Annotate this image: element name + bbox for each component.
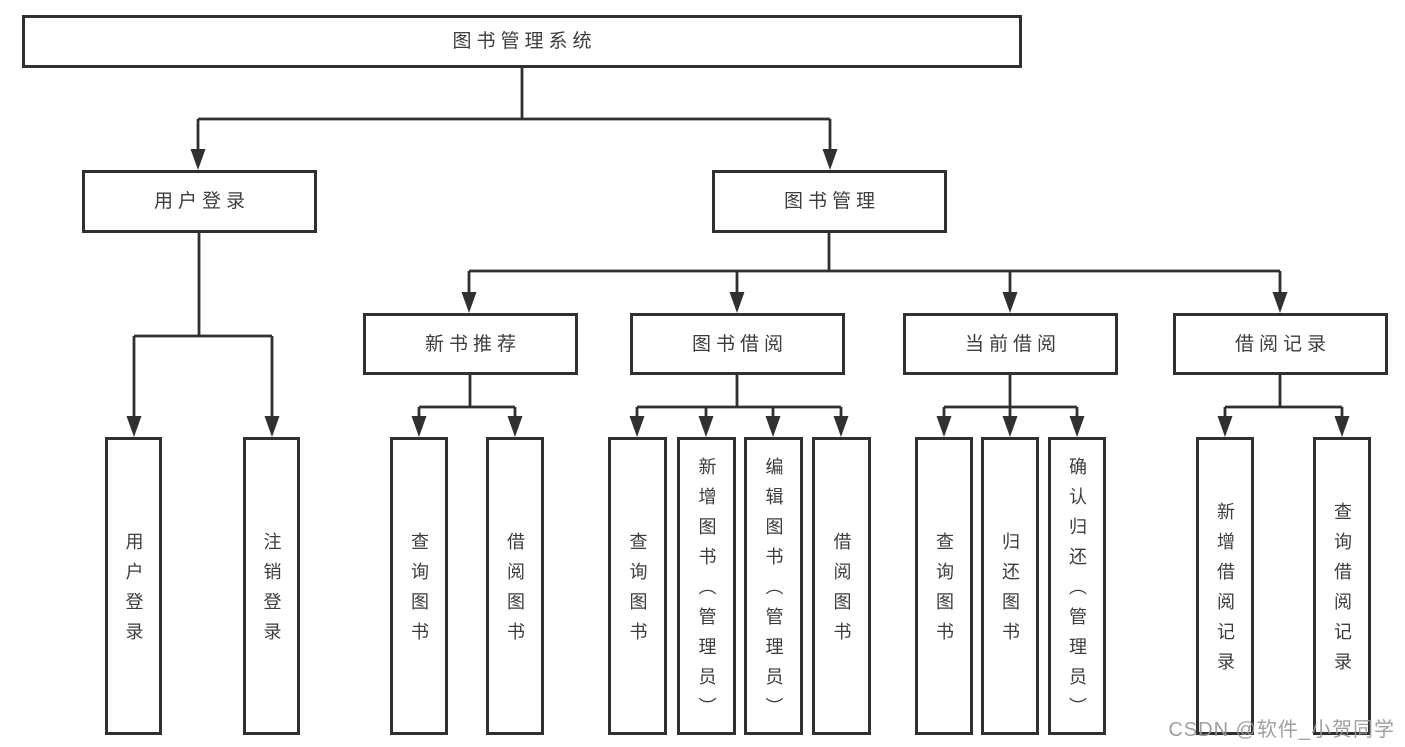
node-label: 图书借阅 xyxy=(691,333,788,355)
node-label: 借阅图书 xyxy=(505,532,525,652)
node-borrowing-records: 借阅记录 xyxy=(1173,313,1388,375)
leaf-add-borrow-record: 新增借阅记录 xyxy=(1196,437,1254,735)
leaf-query-books: 查询图书 xyxy=(390,437,448,735)
leaf-confirm-return-admin: 确认归还（管理员） xyxy=(1048,437,1106,735)
node-new-book-recommendation: 新书推荐 xyxy=(363,313,578,375)
node-library-management-system: 图书管理系统 xyxy=(22,15,1022,68)
leaf-borrow-books: 借阅图书 xyxy=(486,437,544,735)
node-label: 图书管理 xyxy=(783,191,880,212)
node-label: 查询图书 xyxy=(409,532,429,652)
node-label: 用户登录 xyxy=(153,191,250,212)
node-label: 注销登录 xyxy=(261,532,282,652)
node-label: 新书推荐 xyxy=(424,333,521,355)
node-label: 确认归还（管理员） xyxy=(1067,457,1087,727)
node-label: 编辑图书（管理员） xyxy=(763,457,784,727)
node-label: 查询借阅记录 xyxy=(1332,502,1352,682)
node-label: 当前借阅 xyxy=(964,333,1061,355)
leaf-return-books: 归还图书 xyxy=(981,437,1039,735)
node-book-management-group: 图书管理 xyxy=(712,170,947,233)
leaf-query-books: 查询图书 xyxy=(608,437,667,735)
leaf-edit-books-admin: 编辑图书（管理员） xyxy=(744,437,803,735)
node-label: 用户登录 xyxy=(123,532,144,652)
leaf-borrow-books: 借阅图书 xyxy=(812,437,871,735)
node-label: 新增图书（管理员） xyxy=(696,457,717,727)
node-label: 新增借阅记录 xyxy=(1215,502,1235,682)
node-user-login-group: 用户登录 xyxy=(82,170,317,233)
leaf-logout: 注销登录 xyxy=(243,437,300,735)
leaf-user-login: 用户登录 xyxy=(105,437,162,735)
node-label: 归还图书 xyxy=(1000,532,1020,652)
node-label: 借阅记录 xyxy=(1234,333,1331,355)
leaf-query-borrow-record: 查询借阅记录 xyxy=(1313,437,1371,735)
leaf-query-books: 查询图书 xyxy=(915,437,973,735)
csdn-watermark: CSDN @软件_小贺同学 xyxy=(1168,719,1395,741)
node-current-borrowing: 当前借阅 xyxy=(903,313,1118,375)
node-label: 图书管理系统 xyxy=(452,31,597,52)
node-book-borrowing: 图书借阅 xyxy=(630,313,845,375)
leaf-add-books-admin: 新增图书（管理员） xyxy=(677,437,736,735)
node-label: 借阅图书 xyxy=(831,532,852,652)
node-label: 查询图书 xyxy=(627,532,648,652)
node-label: 查询图书 xyxy=(934,532,954,652)
